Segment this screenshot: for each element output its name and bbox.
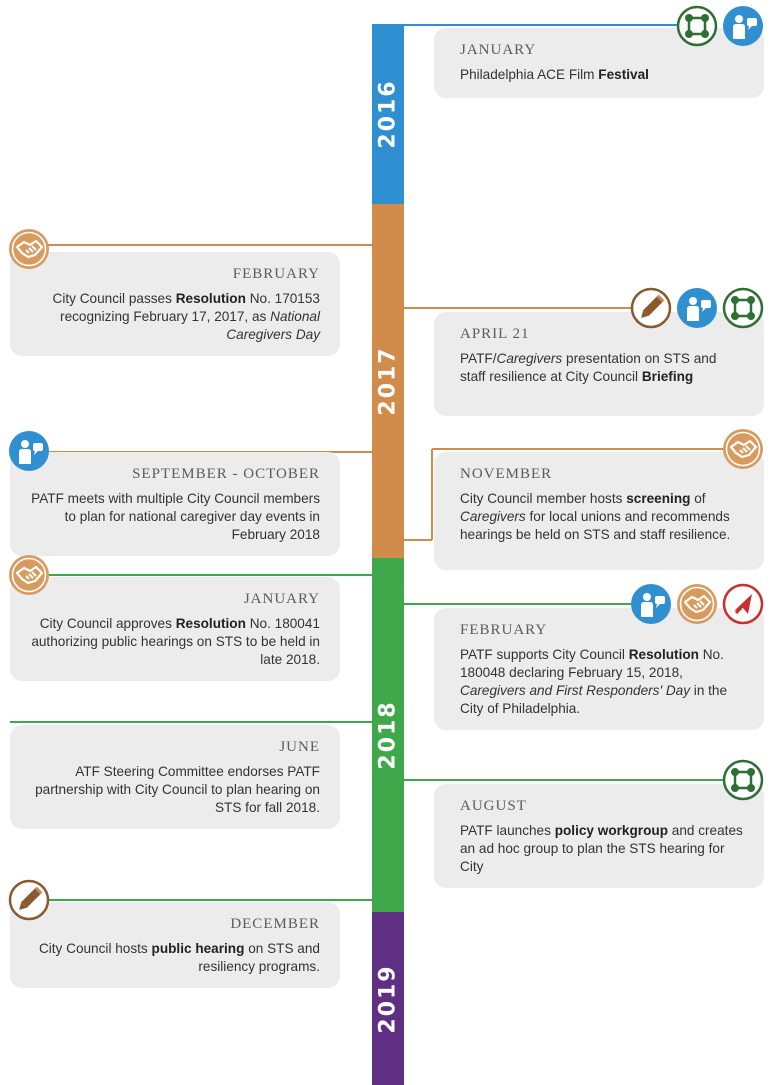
event-text-segment: Briefing (641, 369, 694, 384)
person-speaking-icon (8, 430, 50, 472)
event-description: City Council approves Resolution No. 180… (30, 615, 320, 669)
event-month: APRIL 21 (460, 326, 530, 342)
event-text-segment: in the City of Philadelphia. (460, 683, 728, 716)
event-text-segment: policy workgroup (554, 823, 668, 838)
event-month: NOVEMBER (460, 466, 553, 482)
connector-line (432, 448, 728, 450)
handshake-icon (722, 428, 764, 470)
year-label: 2019 (375, 963, 401, 1034)
pencil-icon (8, 879, 50, 921)
event-text-segment: Festival (598, 67, 649, 82)
handshake-icon (8, 554, 50, 596)
event-month: JANUARY (243, 591, 320, 607)
event-text-segment: ATF Steering Committee endorses PATF par… (35, 764, 320, 815)
event-text-segment: Caregivers and First Responders' Day (460, 683, 691, 698)
event-text-segment: No. 180048 declaring February 15, 2018, (460, 647, 724, 680)
event-month: SEPTEMBER - OCTOBER (132, 466, 320, 482)
connector-line (404, 603, 636, 605)
person-speaking-icon (676, 287, 718, 329)
event-text-segment: No. 180041 authorizing public hearings o… (31, 616, 320, 667)
network-icon (676, 5, 718, 47)
person-speaking-icon (722, 5, 764, 47)
event-month: DECEMBER (230, 916, 320, 932)
event-card: APRIL 21 PATF/Caregivers presentation on … (434, 312, 764, 416)
event-card: JANUARY City Council approves Resolution … (10, 577, 340, 681)
event-description: PATF/Caregivers presentation on STS and … (460, 350, 744, 386)
event-card: FEBRUARY City Council passes Resolution N… (10, 252, 340, 356)
event-card: DECEMBER City Council hosts public hearin… (10, 902, 340, 988)
network-icon (722, 759, 764, 801)
event-text-segment: and creates an ad hoc group to plan the … (460, 823, 743, 874)
event-month: JANUARY (460, 42, 537, 58)
event-card: NOVEMBER City Council member hosts screen… (434, 452, 764, 570)
event-text-segment: PATF supports City Council (460, 647, 629, 662)
connector-line (10, 721, 372, 723)
connector-line (44, 899, 372, 901)
year-segment-2017: 2017 (372, 204, 404, 558)
event-month: JUNE (279, 739, 320, 755)
connector-line (44, 244, 372, 246)
event-description: City Council member hosts screening of C… (460, 490, 744, 544)
connector-line (404, 779, 728, 781)
event-text-segment: Resolution (175, 291, 246, 306)
event-description: City Council hosts public hearing on STS… (30, 940, 320, 976)
connector-line (404, 307, 636, 309)
event-text-segment: of (690, 491, 706, 506)
event-text-segment: PATF meets with multiple City Council me… (31, 491, 320, 542)
event-text-segment: Resolution (175, 616, 246, 631)
event-card: AUGUST PATF launches policy workgroup and… (434, 784, 764, 888)
network-icon (722, 287, 764, 329)
event-month: AUGUST (460, 798, 527, 814)
event-text-segment: City Council passes (52, 291, 176, 306)
event-description: PATF launches policy workgroup and creat… (460, 822, 744, 876)
connector-line (404, 539, 432, 541)
event-text-segment: City Council hosts (38, 941, 152, 956)
event-text-segment: City Council member hosts (460, 491, 627, 506)
event-text-segment: Caregivers (460, 509, 526, 524)
year-label: 2017 (375, 346, 401, 416)
handshake-icon (676, 583, 718, 625)
year-segment-2016: 2016 (372, 24, 404, 204)
event-month: FEBRUARY (460, 622, 548, 638)
connector-line (431, 449, 433, 540)
event-text-segment: for local unions and recommends hearings… (460, 509, 731, 542)
year-label: 2018 (375, 700, 401, 770)
year-segment-2019: 2019 (372, 912, 404, 1085)
event-text-segment: presentation on STS and staff resilience… (460, 351, 717, 384)
event-description: PATF meets with multiple City Council me… (30, 490, 320, 544)
event-description: Philadelphia ACE Film Festival (460, 66, 744, 84)
event-text-segment: Philadelphia ACE Film (460, 67, 599, 82)
event-text-segment: Resolution (628, 647, 699, 662)
event-text-segment: No. 170153 recognizing February 17, 2017… (60, 291, 320, 324)
event-card: FEBRUARY PATF supports City Council Resol… (434, 608, 764, 730)
event-text-segment: public hearing (151, 941, 245, 956)
event-card: SEPTEMBER - OCTOBER PATF meets with multi… (10, 452, 340, 556)
event-text-segment: National Caregivers Day (226, 309, 320, 342)
connector-line (44, 574, 372, 576)
event-text-segment: Caregivers (496, 351, 563, 366)
pencil-icon (630, 287, 672, 329)
event-text-segment: City Council approves (39, 616, 176, 631)
event-text-segment: PATF/ (460, 351, 497, 366)
person-speaking-icon (630, 583, 672, 625)
year-label: 2016 (375, 79, 401, 149)
event-description: ATF Steering Committee endorses PATF par… (30, 763, 320, 817)
event-card: JUNE ATF Steering Committee endorses PATF… (10, 725, 340, 829)
event-month: FEBRUARY (232, 266, 320, 282)
megaphone-icon (722, 583, 764, 625)
event-text-segment: screening (626, 491, 691, 506)
event-description: PATF supports City Council Resolution No… (460, 646, 744, 718)
connector-line (404, 24, 682, 26)
event-description: City Council passes Resolution No. 17015… (30, 290, 320, 344)
year-segment-2018: 2018 (372, 558, 404, 912)
event-text-segment: on STS and resiliency programs. (198, 941, 320, 974)
handshake-icon (8, 228, 50, 270)
event-text-segment: PATF launches (460, 823, 555, 838)
